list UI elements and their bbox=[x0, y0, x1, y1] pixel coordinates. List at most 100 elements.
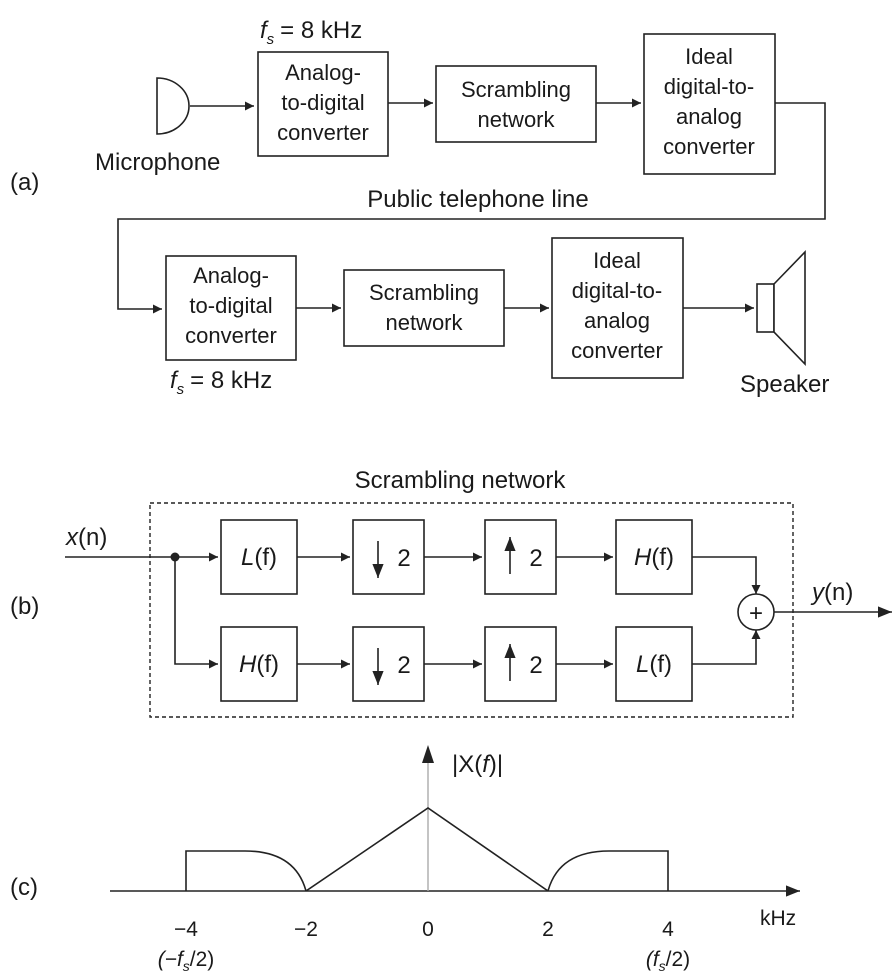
input-var: x bbox=[65, 524, 79, 551]
lowpass-bottom-arg: (f) bbox=[649, 651, 672, 678]
microphone-icon bbox=[156, 77, 190, 135]
right-note-post: /2) bbox=[666, 948, 691, 971]
scrambler-block-top bbox=[435, 65, 597, 143]
telephone-line-label: Public telephone line bbox=[367, 186, 589, 213]
scrambler-block-bottom bbox=[343, 269, 505, 347]
fs-label-bottom: fs = 8 kHz bbox=[170, 367, 272, 398]
tick-4: 4 bbox=[662, 918, 674, 941]
highpass-bottom-arg: (f) bbox=[256, 651, 279, 678]
fs-value: = 8 kHz bbox=[280, 17, 362, 44]
spectrum-right-band bbox=[547, 850, 669, 892]
fs-subscript-bottom: s bbox=[177, 381, 185, 398]
scrambler-bottom-line1: Scrambling bbox=[369, 280, 479, 305]
adc-bottom-line3: converter bbox=[185, 323, 277, 348]
downsample-block-top bbox=[352, 519, 425, 595]
magnitude-label-var: f bbox=[482, 751, 491, 778]
speaker-label: Speaker bbox=[740, 371, 829, 398]
adc-bottom-line2: to-digital bbox=[189, 293, 272, 318]
dac-top-line3: analog bbox=[676, 104, 742, 129]
magnitude-axis-arrowhead bbox=[422, 745, 434, 763]
downsample-factor-bottom: 2 bbox=[397, 652, 410, 679]
spectrum-triangle bbox=[305, 807, 549, 892]
tick-0: 0 bbox=[422, 918, 434, 941]
tick-minus-4: −4 bbox=[174, 918, 198, 941]
right-note-sub: s bbox=[659, 958, 666, 974]
output-var: y bbox=[810, 579, 826, 606]
upsample-factor-top: 2 bbox=[529, 545, 542, 572]
spectrum-left-band bbox=[185, 850, 307, 892]
sum-symbol: + bbox=[749, 600, 763, 627]
upsample-factor-bottom: 2 bbox=[529, 652, 542, 679]
lowpass-bottom-fn: L bbox=[636, 651, 649, 678]
adc-block-top bbox=[257, 51, 389, 157]
lowpass-top-label: L(f) bbox=[241, 544, 277, 571]
dac-top-line2: digital-to- bbox=[664, 74, 754, 99]
downsample-block-bottom bbox=[352, 626, 425, 702]
speaker-icon bbox=[756, 250, 806, 366]
scrambling-network-outline bbox=[149, 502, 794, 718]
magnitude-label-pre: |X( bbox=[452, 751, 482, 778]
magnitude-label-post: )| bbox=[489, 751, 503, 778]
left-note-sub: s bbox=[183, 958, 190, 974]
dac-bottom-line4: converter bbox=[571, 338, 663, 363]
frequency-unit-label: kHz bbox=[760, 907, 796, 930]
adc-bottom-line1: Analog- bbox=[193, 263, 269, 288]
highpass-block-bottom bbox=[220, 626, 298, 702]
output-arg: (n) bbox=[824, 579, 853, 606]
dac-top-line1: Ideal bbox=[685, 44, 733, 69]
upsample-block-bottom bbox=[484, 626, 557, 702]
lowpass-top-arg: (f) bbox=[254, 544, 277, 571]
highpass-bottom-label: H(f) bbox=[239, 651, 279, 678]
magnitude-label: |X(f)| bbox=[452, 751, 503, 778]
fs-symbol: f bbox=[260, 17, 269, 44]
scrambler-top-line1: Scrambling bbox=[461, 77, 571, 102]
fs-subscript: s bbox=[267, 31, 275, 48]
part-a-label: (a) bbox=[10, 169, 39, 196]
dac-bottom-line3: analog bbox=[584, 308, 650, 333]
lowpass-block-top bbox=[220, 519, 298, 595]
part-b: (b) Scrambling network x(n) L(f) 2 2 H(f… bbox=[10, 467, 892, 718]
right-half-sample-note: (fs/2) bbox=[646, 948, 690, 974]
dac-block-top bbox=[643, 33, 776, 175]
highpass-block-top bbox=[615, 519, 693, 595]
tick-2: 2 bbox=[542, 918, 554, 941]
highpass-top-arg: (f) bbox=[651, 544, 674, 571]
highpass-top-label: H(f) bbox=[634, 544, 674, 571]
adc-top-line2: to-digital bbox=[281, 90, 364, 115]
downsample-factor-top: 2 bbox=[397, 545, 410, 572]
input-to-H-arrow bbox=[174, 557, 218, 669]
fs-value-bottom: = 8 kHz bbox=[190, 367, 272, 394]
part-a: (a) Microphone fs= 8 kHz Analog- to-digi… bbox=[10, 17, 829, 398]
scrambler-bottom-line2: network bbox=[385, 310, 463, 335]
left-note-post: /2) bbox=[190, 948, 215, 971]
input-arg: (n) bbox=[78, 524, 107, 551]
tick-minus-2: −2 bbox=[294, 918, 318, 941]
left-half-sample-note: (−fs/2) bbox=[158, 948, 215, 974]
dac-bottom-line2: digital-to- bbox=[572, 278, 662, 303]
part-c-label: (c) bbox=[10, 874, 38, 901]
output-label: y(n) bbox=[810, 579, 853, 606]
dac-bottom-line1: Ideal bbox=[593, 248, 641, 273]
fs-symbol-bottom: f bbox=[170, 367, 179, 394]
adc-top-line3: converter bbox=[277, 120, 369, 145]
dac-block-bottom bbox=[551, 237, 684, 379]
adc-top-line1: Analog- bbox=[285, 60, 361, 85]
H-to-sum-arrow bbox=[692, 556, 761, 594]
lowpass-top-fn: L bbox=[241, 544, 254, 571]
lowpass-bottom-label: L(f) bbox=[636, 651, 672, 678]
telephone-line-wire bbox=[117, 102, 826, 314]
L-to-sum-arrow bbox=[692, 630, 761, 665]
highpass-bottom-fn: H bbox=[239, 651, 257, 678]
fs-label-top: fs = 8 kHz bbox=[260, 17, 362, 48]
left-note-pre: (−f bbox=[158, 948, 185, 971]
part-c: (c) |X(f)| −4 −2 0 2 4 kHz (−fs/2) (fs/2… bbox=[10, 745, 800, 974]
microphone-label: Microphone bbox=[95, 149, 220, 176]
input-label: x(n) bbox=[65, 524, 107, 551]
scrambling-network-title: Scrambling network bbox=[355, 467, 567, 494]
upsample-block-top bbox=[484, 519, 557, 595]
part-b-label: (b) bbox=[10, 593, 39, 620]
right-note-pre: (f bbox=[646, 948, 661, 971]
highpass-top-fn: H bbox=[634, 544, 652, 571]
